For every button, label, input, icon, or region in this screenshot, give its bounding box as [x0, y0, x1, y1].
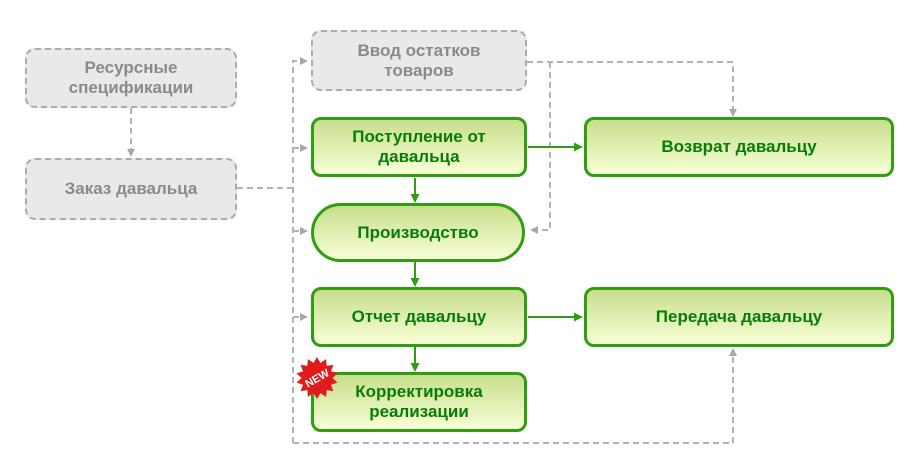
node-receipt-from-supplier: Поступление от давальца: [311, 117, 527, 177]
node-label: Возврат давальцу: [661, 137, 817, 157]
node-report-to-supplier: Отчет давальцу: [311, 287, 527, 347]
node-label: Ресурсные спецификации: [68, 58, 194, 97]
node-label: Корректировка реализации: [355, 382, 483, 421]
node-label: Ввод остатков товаров: [357, 40, 481, 80]
node-production: Производство: [311, 203, 525, 262]
starburst-shape: [296, 357, 338, 399]
node-goods-opening-balance: Ввод остатков товаров: [311, 30, 527, 91]
node-supplier-order: Заказ давальца: [25, 158, 237, 220]
node-return-to-supplier: Возврат давальцу: [584, 117, 894, 177]
connector-trunk-to-balance: [292, 57, 308, 443]
connector-balance-to-return: [527, 61, 737, 117]
new-badge-icon: NEW: [296, 357, 338, 399]
connector-trunk-to-transfer: [293, 348, 737, 444]
node-label: Заказ давальца: [64, 179, 198, 199]
node-label: Передача давальцу: [655, 307, 823, 327]
connector-balance-to-production: [530, 62, 551, 234]
node-label: Поступление от давальца: [352, 127, 486, 166]
node-label: Отчет давальцу: [351, 307, 487, 327]
node-transfer-to-supplier: Передача давальцу: [584, 287, 894, 347]
node-sales-correction: Корректировка реализации: [311, 372, 527, 432]
node-resource-specs: Ресурсные спецификации: [25, 48, 237, 108]
node-label: Производство: [357, 222, 479, 242]
